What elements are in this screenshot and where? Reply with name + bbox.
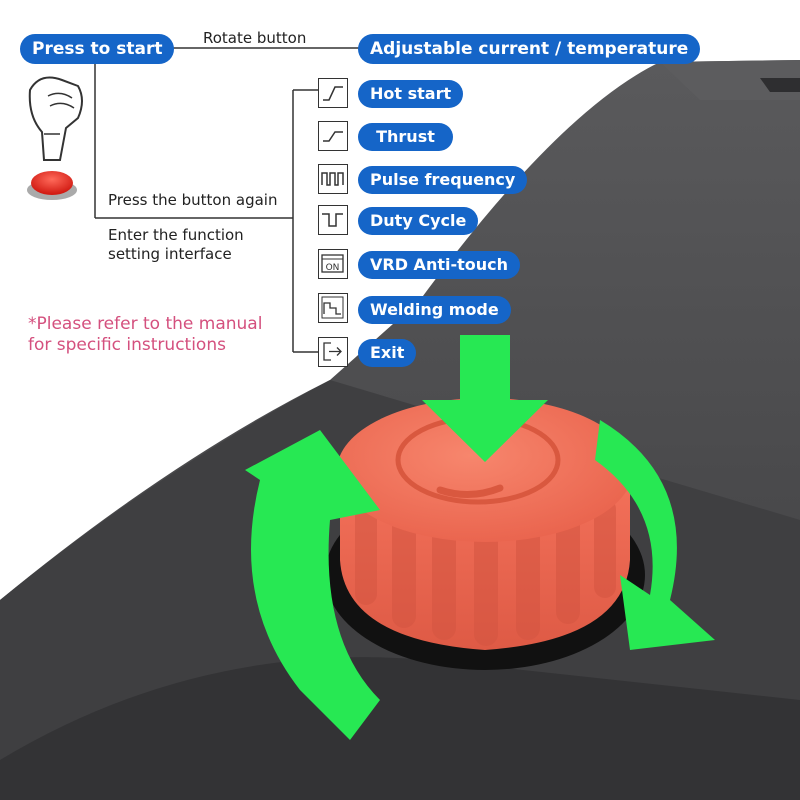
thrust-icon	[318, 121, 348, 151]
function-exit: Exit	[358, 339, 417, 367]
function-hot-start: Hot start	[358, 80, 464, 108]
red-push-button	[27, 171, 77, 200]
function-pulse-frequency: Pulse frequency	[358, 166, 528, 194]
manual-note-line2: for specific instructions	[28, 335, 226, 355]
duty-cycle-icon	[318, 205, 348, 235]
machine-slot	[760, 78, 800, 92]
hot-start-icon	[318, 78, 348, 108]
function-duty-cycle: Duty Cycle	[358, 207, 479, 235]
vrd-icon-glyph: ON	[326, 263, 340, 273]
press-to-start-label: Press to start	[20, 34, 175, 64]
press-arrow-down	[422, 335, 548, 462]
press-again-label: Press the button again	[108, 191, 278, 209]
manual-note-line1: *Please refer to the manual	[28, 314, 263, 334]
function-welding-mode: Welding mode	[358, 296, 511, 324]
knob-power-mark	[436, 484, 504, 498]
machine-lower-edge	[0, 657, 800, 800]
rotate-arrow-left	[245, 430, 380, 740]
welding-mode-icon	[318, 293, 348, 323]
function-vrd-anti-touch: VRD Anti-touch	[358, 251, 521, 279]
rotate-button-label: Rotate button	[203, 29, 307, 47]
knob-ribs	[355, 498, 616, 646]
connector-lines	[94, 47, 360, 353]
rotate-arrow-right	[595, 420, 715, 650]
pointing-hand-illustration	[28, 76, 83, 161]
vrd-icon: ON	[318, 249, 348, 279]
enter-function-line2: setting interface	[108, 245, 232, 263]
pulse-frequency-icon	[318, 164, 348, 194]
adjustable-current-label: Adjustable current / temperature	[358, 34, 701, 64]
function-thrust: Thrust	[358, 123, 453, 151]
machine-back-ridge	[660, 60, 800, 100]
enter-function-line1: Enter the function	[108, 226, 244, 244]
exit-icon	[318, 337, 348, 367]
